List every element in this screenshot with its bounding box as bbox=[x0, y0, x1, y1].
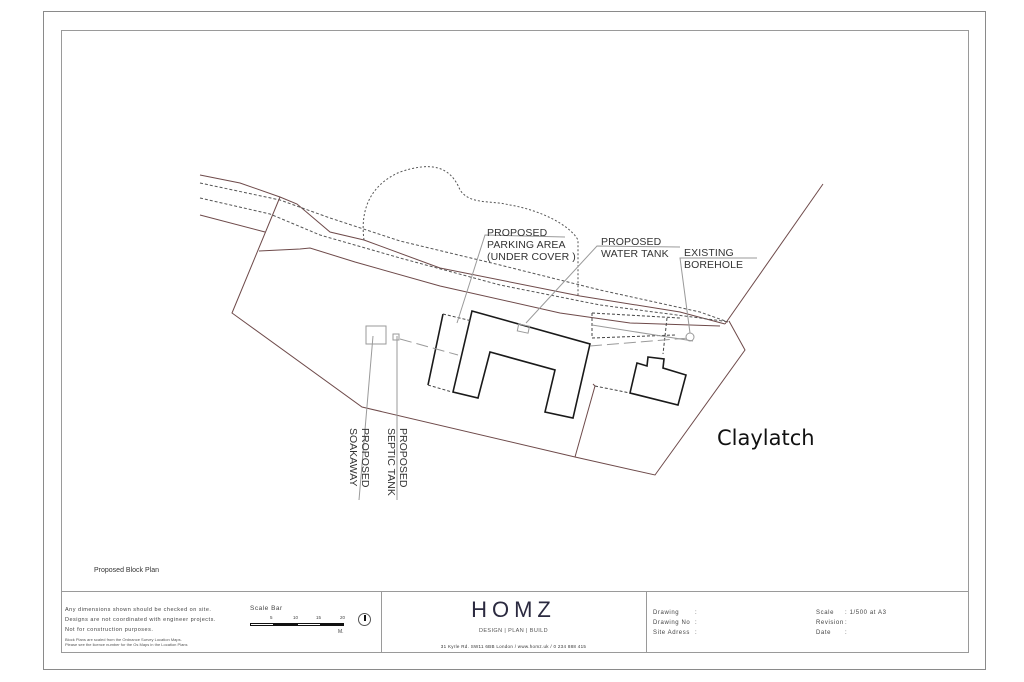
info-value: 1/500 at A3 bbox=[849, 610, 887, 616]
scale-segment bbox=[273, 623, 297, 626]
label-line: BOREHOLE bbox=[684, 259, 744, 271]
label-line: PROPOSED bbox=[601, 236, 662, 248]
scale-segment bbox=[297, 623, 321, 626]
drawing-info-left: Drawing: Drawing No: Site Adress: bbox=[653, 608, 697, 638]
woodland-outline bbox=[362, 166, 579, 296]
sheet-inner-border bbox=[61, 30, 969, 653]
info-label: Scale bbox=[816, 610, 835, 616]
brand-tagline: DESIGN | PLAN | BUILD bbox=[478, 628, 549, 634]
plan-title: Proposed Block Plan bbox=[94, 567, 159, 574]
soakaway-symbol bbox=[365, 325, 387, 345]
label-parking-area: PROPOSED PARKING AREA (UNDER COVER ) bbox=[487, 227, 576, 263]
buildings bbox=[427, 310, 687, 419]
scale-tick: 5 bbox=[270, 615, 273, 620]
label-line: PROPOSED bbox=[359, 428, 371, 488]
borehole-symbol bbox=[685, 332, 695, 342]
note-line: Any dimensions shown should be checked o… bbox=[65, 607, 212, 613]
label-line: PROPOSED bbox=[397, 428, 409, 488]
disclaimer-notes: Any dimensions shown should be checked o… bbox=[65, 605, 216, 635]
info-sep: : bbox=[845, 630, 848, 636]
label-water-tank: PROPOSED WATER TANK bbox=[601, 236, 669, 260]
info-sep: : bbox=[695, 630, 698, 636]
scale-segment bbox=[250, 623, 274, 626]
info-sep: : bbox=[695, 610, 698, 616]
scale-tick: 15 bbox=[316, 615, 322, 620]
existing-outbuilding bbox=[629, 356, 687, 406]
brand-address: 31 Kyrle Rd. SW11 6BB London / www.homz.… bbox=[440, 644, 587, 649]
road-centrelines bbox=[199, 182, 731, 323]
water-tank-symbol bbox=[516, 323, 531, 334]
label-line: (UNDER COVER ) bbox=[487, 251, 576, 263]
place-name: Claylatch bbox=[717, 426, 815, 450]
sheet-outer-border bbox=[43, 11, 986, 670]
info-label: Site Adress bbox=[653, 630, 690, 636]
label-line: EXISTING bbox=[684, 247, 734, 259]
main-house bbox=[452, 310, 591, 419]
info-label: Date bbox=[816, 630, 832, 636]
label-septic-tank: PROPOSED SEPTIC TANK bbox=[385, 428, 409, 496]
note-line: Block Plans are scaled from the Ordnance… bbox=[65, 637, 182, 642]
note-line: Not for construction purposes. bbox=[65, 627, 154, 633]
north-arrow-icon bbox=[358, 613, 371, 626]
info-row-revision: Revision: bbox=[816, 618, 887, 628]
drawing-info-right: Scale: 1/500 at A3 Revision: Date: bbox=[816, 608, 887, 638]
label-line: PROPOSED bbox=[487, 227, 548, 239]
scale-tick: 10 bbox=[293, 615, 299, 620]
label-line: SOAKAWAY bbox=[347, 428, 359, 487]
os-licence-notes: Block Plans are scaled from the Ordnance… bbox=[65, 637, 188, 647]
divider bbox=[646, 592, 647, 653]
scale-tick: 20 bbox=[340, 615, 346, 620]
info-row-drawing: Drawing: bbox=[653, 608, 697, 618]
info-label: Drawing bbox=[653, 610, 680, 616]
road-edges bbox=[199, 174, 726, 327]
info-label: Drawing No bbox=[653, 620, 691, 626]
divider bbox=[381, 592, 382, 653]
label-line: WATER TANK bbox=[601, 248, 669, 260]
scale-bar bbox=[250, 623, 344, 627]
info-row-drawing-no: Drawing No: bbox=[653, 618, 697, 628]
septic-tank-symbol bbox=[392, 333, 400, 341]
brand-logo: HOMZ bbox=[471, 597, 556, 622]
title-block: Any dimensions shown should be checked o… bbox=[61, 591, 969, 653]
info-sep: : bbox=[695, 620, 698, 626]
info-row-site-address: Site Adress: bbox=[653, 628, 697, 638]
note-line: Please see the licence number for the Os… bbox=[65, 642, 188, 647]
label-borehole: EXISTING BOREHOLE bbox=[684, 247, 743, 271]
label-line: PARKING AREA bbox=[487, 239, 566, 251]
scale-bar-title: Scale Bar bbox=[250, 605, 283, 612]
info-sep: : bbox=[845, 610, 848, 616]
label-line: SEPTIC TANK bbox=[385, 428, 397, 496]
note-line: Designs are not coordinated with enginee… bbox=[65, 617, 216, 623]
label-soakaway: PROPOSED SOAKAWAY bbox=[347, 428, 371, 488]
info-sep: : bbox=[845, 620, 848, 626]
scale-segment bbox=[320, 623, 344, 626]
info-label: Revision bbox=[816, 620, 844, 626]
scale-unit: M. bbox=[338, 629, 344, 635]
info-row-date: Date: bbox=[816, 628, 887, 638]
info-row-scale: Scale: 1/500 at A3 bbox=[816, 608, 887, 618]
